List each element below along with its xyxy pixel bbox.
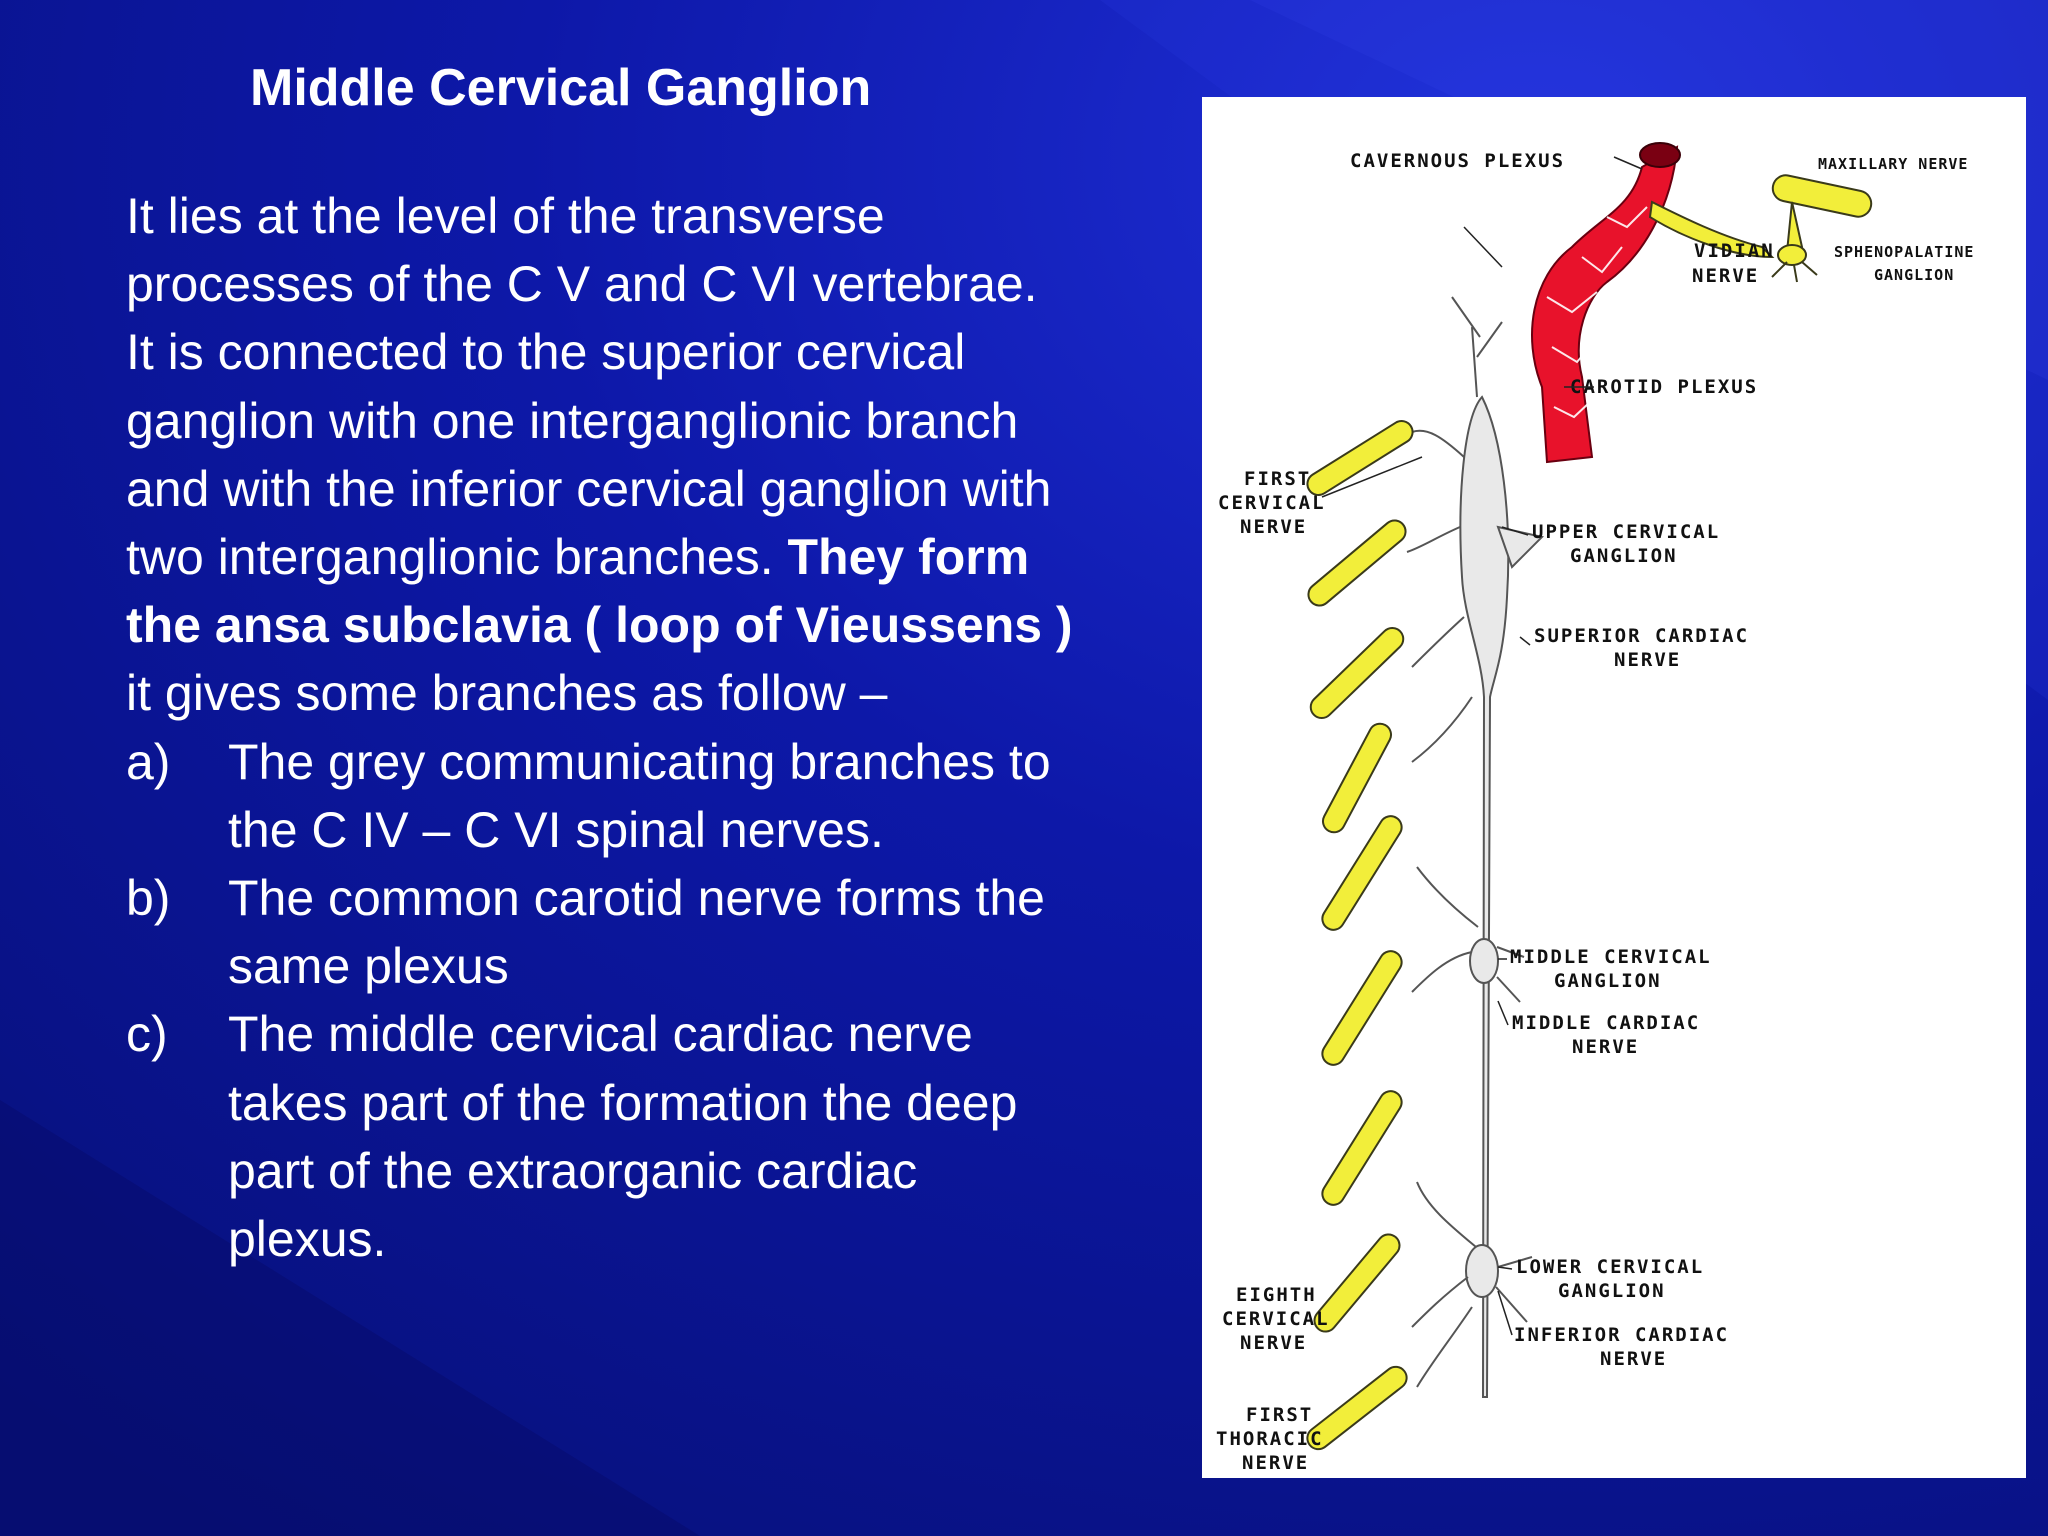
slide-body: It lies at the level of the transverse p… — [126, 182, 1076, 1273]
anatomy-figure: CAVERNOUS PLEXUS MAXILLARY NERVE VIDIAN … — [1202, 97, 2026, 1478]
label-eighth-cervical-3: NERVE — [1240, 1332, 1307, 1354]
label-middle-cervical-2: GANGLION — [1554, 970, 1662, 992]
label-first-cervical-3: NERVE — [1240, 516, 1307, 538]
spinal-nerves — [1306, 420, 1414, 1451]
label-superior-cardiac-2: NERVE — [1614, 649, 1681, 671]
intro-bold-text: They form the ansa subclavia ( loop of V… — [126, 529, 1073, 654]
label-first-thoracic-1: FIRST — [1246, 1404, 1313, 1426]
label-first-cervical-2: CERVICAL — [1218, 492, 1326, 514]
list-item-text: The middle cervical cardiac nerve takes … — [228, 1006, 1018, 1268]
label-lower-cervical-1: LOWER CERVICAL — [1516, 1256, 1704, 1278]
label-lower-cervical-2: GANGLION — [1558, 1280, 1666, 1302]
label-first-thoracic-3: NERVE — [1242, 1452, 1309, 1474]
first-cervical-nerve — [1306, 420, 1414, 496]
label-inferior-cardiac-1: INFERIOR CARDIAC — [1514, 1324, 1729, 1346]
label-vidian-nerve-2: NERVE — [1692, 265, 1759, 287]
label-upper-cervical-2: GANGLION — [1570, 545, 1678, 567]
cervical-nerve-7 — [1321, 1090, 1403, 1206]
sphenopalatine-region — [1648, 174, 1873, 283]
list-marker: a) — [126, 733, 171, 790]
label-carotid-plexus: CAROTID PLEXUS — [1570, 376, 1758, 398]
label-sphenopalatine-1: SPHENOPALATINE — [1834, 243, 1974, 261]
label-middle-cardiac-1: MIDDLE CARDIAC — [1512, 1012, 1700, 1034]
label-eighth-cervical-2: CERVICAL — [1222, 1308, 1330, 1330]
maxillary-nerve — [1771, 174, 1873, 218]
label-middle-cervical-1: MIDDLE CERVICAL — [1510, 946, 1712, 968]
label-inferior-cardiac-2: NERVE — [1600, 1348, 1667, 1370]
intro-paragraph: It lies at the level of the transverse p… — [126, 182, 1076, 728]
first-thoracic-nerve — [1306, 1365, 1408, 1451]
label-maxillary-nerve: MAXILLARY NERVE — [1818, 155, 1968, 173]
sympathetic-trunk — [1451, 296, 1510, 1398]
sympathetic-trunk-diagram: CAVERNOUS PLEXUS MAXILLARY NERVE VIDIAN … — [1216, 142, 1974, 1474]
label-sphenopalatine-2: GANGLION — [1874, 266, 1954, 284]
label-cavernous-plexus: CAVERNOUS PLEXUS — [1350, 150, 1565, 172]
cervical-nerve-5 — [1321, 815, 1403, 931]
carotid-artery — [1531, 142, 1681, 464]
label-eighth-cervical-1: EIGHTH — [1236, 1284, 1317, 1306]
label-middle-cardiac-2: NERVE — [1572, 1036, 1639, 1058]
figure-labels: CAVERNOUS PLEXUS MAXILLARY NERVE VIDIAN … — [1216, 150, 1974, 1474]
label-superior-cardiac-1: SUPERIOR CARDIAC — [1534, 625, 1749, 647]
label-upper-cervical-1: UPPER CERVICAL — [1532, 521, 1720, 543]
label-vidian-nerve-1: VIDIAN — [1694, 240, 1775, 262]
grey-rami — [1406, 429, 1544, 1388]
intro-text: It lies at the level of the transverse p… — [126, 188, 1052, 586]
cervical-nerve-2 — [1307, 519, 1407, 607]
list-item-text: The common carotid nerve forms the same … — [228, 870, 1045, 995]
label-first-thoracic-2: THORACIC — [1216, 1428, 1324, 1450]
intro-tail-text: it gives some branches as follow – — [126, 665, 888, 722]
cervical-nerve-6 — [1321, 950, 1403, 1066]
list-marker: b) — [126, 870, 171, 927]
list-marker: c) — [126, 1006, 168, 1063]
list-item-b: b) The common carotid nerve forms the sa… — [126, 864, 1076, 1000]
cervical-nerve-4 — [1321, 722, 1393, 834]
list-item-text: The grey communicating branches to the C… — [228, 733, 1051, 858]
leader-lines — [1321, 156, 1643, 1336]
slide-title: Middle Cervical Ganglion — [250, 59, 872, 117]
list-item-c: c) The middle cervical cardiac nerve tak… — [126, 1000, 1076, 1273]
label-first-cervical-1: FIRST — [1244, 468, 1311, 490]
cervical-nerve-3 — [1309, 626, 1405, 720]
eighth-cervical-nerve — [1313, 1233, 1401, 1333]
list-item-a: a) The grey communicating branches to th… — [126, 728, 1076, 864]
